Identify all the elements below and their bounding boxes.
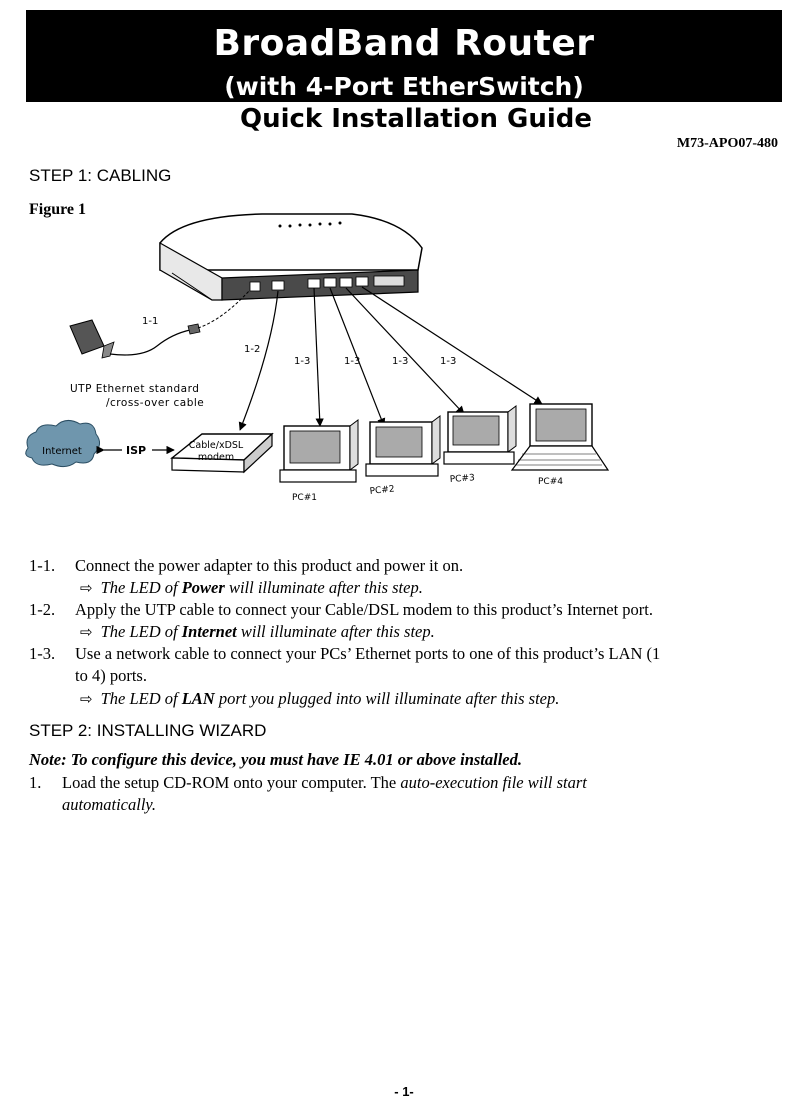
guide-title: Quick Installation Guide <box>239 104 593 134</box>
step2-item1-number: 1. <box>29 773 42 792</box>
model-number: M73-APO07-480 <box>676 136 778 151</box>
item-1-1-note: ⇨The LED of Power will illuminate after … <box>80 578 423 597</box>
label-1-1: 1-1 <box>142 316 158 327</box>
pc2-label: PC#2 <box>369 484 395 497</box>
internet-label: Internet <box>42 446 82 457</box>
arrow-icon: ⇨ <box>80 579 93 597</box>
item-1-1-text: Connect the power adapter to this produc… <box>75 556 464 575</box>
modem-label-line2: modem <box>198 452 234 463</box>
step2-item1-text: Load the setup CD-ROM onto your computer… <box>62 773 587 792</box>
item-1-3-text-line1: Use a network cable to connect your PCs’… <box>75 644 661 663</box>
document-title: BroadBand Router <box>213 23 595 64</box>
item-1-3-number: 1-3. <box>29 644 56 663</box>
document-subtitle: (with 4-Port EtherSwitch) <box>224 72 584 101</box>
label-1-3-c: 1-3 <box>392 356 408 367</box>
pc4-label: PC#4 <box>538 477 563 487</box>
item-1-1-number: 1-1. <box>29 556 56 575</box>
cables <box>238 286 543 431</box>
pc1-label: PC#1 <box>292 493 317 503</box>
isp-label: ISP <box>126 444 146 457</box>
pc1: PC#1 <box>279 419 359 503</box>
item-1-3-text-line2: to 4) ports. <box>75 666 147 685</box>
item-1-3-note: ⇨The LED of LAN port you plugged into wi… <box>80 689 560 708</box>
step1-heading: STEP 1: CABLING <box>29 166 172 185</box>
ie-requirement-note: Note: To configure this device, you must… <box>29 750 522 769</box>
page-number: - 1- <box>394 1084 414 1099</box>
arrow-icon: ⇨ <box>80 690 93 708</box>
pc4-laptop: PC#4 <box>510 403 610 487</box>
cable-label-line1: UTP Ethernet standard <box>70 383 199 395</box>
cable-label-line2: /cross-over cable <box>106 397 204 409</box>
cabling-diagram: 1-1 1-2 1-3 1-3 1-3 1-3 UTP Ethernet sta… <box>25 213 610 503</box>
item-1-2-note: ⇨The LED of Internet will illuminate aft… <box>80 622 435 641</box>
label-1-3-a: 1-3 <box>294 356 310 367</box>
label-1-3-b: 1-3 <box>344 356 360 367</box>
internet-cloud: Internet <box>25 420 100 468</box>
router-device <box>159 213 423 301</box>
router-leds <box>278 221 342 228</box>
figure-label: Figure 1 <box>29 201 87 218</box>
arrow-icon: ⇨ <box>80 623 93 641</box>
modem-label-line1: Cable/xDSL <box>189 440 244 451</box>
item-1-2-text: Apply the UTP cable to connect your Cabl… <box>75 600 653 619</box>
label-1-3-d: 1-3 <box>440 356 456 367</box>
title-banner: BroadBand Router (with 4-Port EtherSwitc… <box>26 10 782 102</box>
power-adapter <box>69 319 201 359</box>
pc3-label: PC#3 <box>450 473 476 485</box>
pc2: PC#2 <box>365 415 441 497</box>
step2-item1-text-line2: automatically. <box>62 795 156 814</box>
router-ports <box>249 275 405 292</box>
label-1-2: 1-2 <box>244 344 260 355</box>
cable-dsl-modem: Cable/xDSL modem <box>170 432 274 474</box>
item-1-2-number: 1-2. <box>29 600 56 619</box>
pc3: PC#3 <box>443 405 517 485</box>
step2-heading: STEP 2: INSTALLING WIZARD <box>29 721 267 740</box>
